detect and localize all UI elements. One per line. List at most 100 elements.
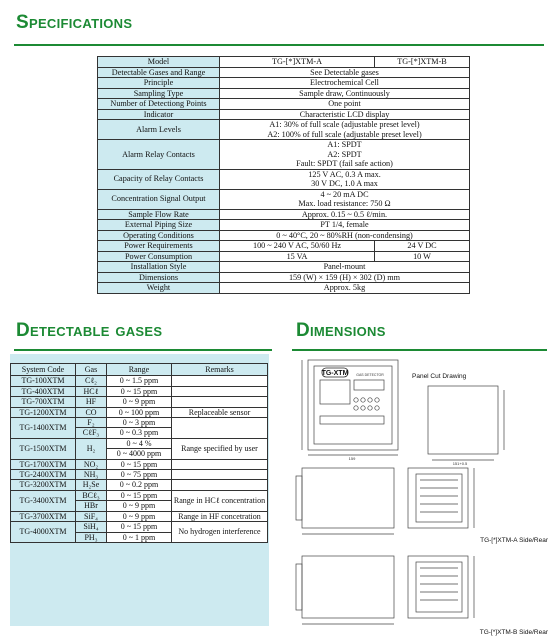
col-header-remarks: Remarks [171, 362, 268, 377]
spec-value: Panel-mount [219, 261, 470, 273]
spec-value-line: 0 ~ 40°C, 20 ~ 80%RH (non-condensing) [276, 230, 413, 240]
spec-value: See Detectable gases [219, 66, 470, 78]
spec-value-a: 100 ~ 240 V AC, 50/60 Hz [219, 240, 375, 252]
spec-row: Dimensions 159 (W) × 159 (H) × 302 (D) mm [97, 271, 470, 283]
spec-value-b: 10 W [374, 250, 470, 262]
gas-range: 0 ~ 1.5 ppm [106, 375, 172, 387]
spec-value-line: One point [328, 99, 361, 108]
gas-range: 0 ~ 15 ppm [106, 521, 172, 533]
system-code: TG-3200XTM [10, 479, 76, 491]
spec-value-line: Characteristic LCD display [299, 109, 390, 119]
spec-label: Model [97, 56, 220, 68]
system-code: TG-3400XTM [10, 489, 76, 512]
gas-range: 0 ~ 9 ppm [106, 396, 172, 408]
spec-value: Approx. 5kg [219, 282, 470, 294]
col-header-gas: Gas [75, 362, 107, 377]
dimensions-rule [292, 349, 547, 351]
spec-label: Power Consumption [97, 250, 220, 262]
caption-b: TG-[*]XTM-B Side/Rear [480, 629, 549, 636]
spec-value: Characteristic LCD display [219, 108, 470, 120]
system-code: TG-3700XTM [10, 510, 76, 523]
spec-value: Electrochemical Cell [219, 77, 470, 89]
specifications-heading: Specifications [16, 12, 132, 34]
gas-range: 0 ~ 0.3 ppm [106, 427, 172, 439]
panel-cut-outline [427, 385, 499, 455]
gas-remark [171, 417, 268, 439]
spec-value-b: 24 V DC [374, 240, 470, 252]
specifications-rule [14, 44, 544, 46]
gas-range: 0 ~ 75 ppm [106, 469, 172, 481]
dimensions-title: Dimensions [296, 320, 386, 341]
gas-range: 0 ~ 9 ppm [106, 500, 172, 512]
spec-label: Weight [97, 282, 220, 294]
system-code: TG-4000XTM [10, 521, 76, 543]
caption-a: TG-[*]XTM-A Side/Rear [480, 537, 549, 544]
spec-value-a: 15 VA [219, 250, 375, 262]
spec-label: Installation Style [97, 261, 220, 273]
spec-value: PT 1/4, female [219, 219, 470, 231]
spec-value-line: A2: 100% of full scale (adjustable prese… [267, 129, 422, 139]
gas-range: 0 ~ 9 ppm [106, 510, 172, 523]
model-b: TG-[*]XTM-B [374, 56, 470, 68]
gas-range: 0 ~ 15 ppm [106, 458, 172, 471]
spec-value-line: Fault: SPDT (fail safe action) [296, 159, 393, 168]
gas-range: 0 ~ 0.2 ppm [106, 479, 172, 491]
system-code: TG-1200XTM [10, 406, 76, 419]
spec-row: Indicator Characteristic LCD display [97, 108, 470, 120]
col-header-range: Range [106, 362, 172, 377]
spec-value: A1: 30% of full scale (adjustable preset… [219, 119, 470, 140]
gas-remark: No hydrogen interference [171, 521, 268, 543]
gas-name: NH₃ [75, 469, 107, 481]
spec-label: Dimensions [97, 271, 220, 283]
side-view-a [301, 467, 395, 529]
gas-range: 0 ~ 3 ppm [106, 417, 172, 429]
system-code: TG-400XTM [10, 385, 76, 398]
spec-value: 125 V AC, 0.3 A max.30 V DC, 1.0 A max [219, 168, 470, 190]
front-view-outline [307, 359, 399, 451]
spec-value-line: 159 (W) × 159 (H) × 302 (D) mm [288, 272, 401, 282]
gas-remark [171, 396, 268, 408]
spec-label: Power Requirements [97, 240, 220, 252]
spec-value-line: See Detectable gases [310, 67, 379, 77]
gas-name: H₂Se [75, 479, 107, 491]
gas-name: Cℓ₂ [75, 375, 107, 387]
spec-value-line: Approx. 5kg [323, 283, 366, 292]
side-view-b [301, 555, 395, 619]
system-code: TG-1700XTM [10, 458, 76, 471]
gas-range: 0 ~ 4 % [106, 437, 172, 450]
gas-name: HF [75, 396, 107, 408]
gas-row-sub: 0 ~ 4000 ppm [11, 448, 268, 460]
spec-value: Sample draw, Continuously [219, 87, 470, 99]
spec-row: Weight Approx. 5kg [97, 282, 470, 294]
gas-remark [171, 385, 268, 398]
spec-label: Concentration Signal Output [97, 188, 220, 210]
gas-name: CO [75, 406, 107, 419]
spec-value-line: PT 1/4, female [320, 220, 369, 229]
gas-range: 0 ~ 15 ppm [106, 489, 172, 502]
spec-value: 159 (W) × 159 (H) × 302 (D) mm [219, 271, 470, 283]
system-code: TG-1500XTM [10, 437, 76, 460]
gas-remark: Range in HCℓ concentration [171, 489, 268, 512]
spec-value-line: Approx. 0.15 ~ 0.5 ℓ/min. [301, 209, 388, 219]
spec-label: Indicator [97, 108, 220, 120]
spec-value: One point [219, 98, 470, 110]
spec-value-line: 4 ~ 20 mA DC [320, 189, 369, 199]
front-logo-text: TG-XTM [322, 370, 349, 377]
